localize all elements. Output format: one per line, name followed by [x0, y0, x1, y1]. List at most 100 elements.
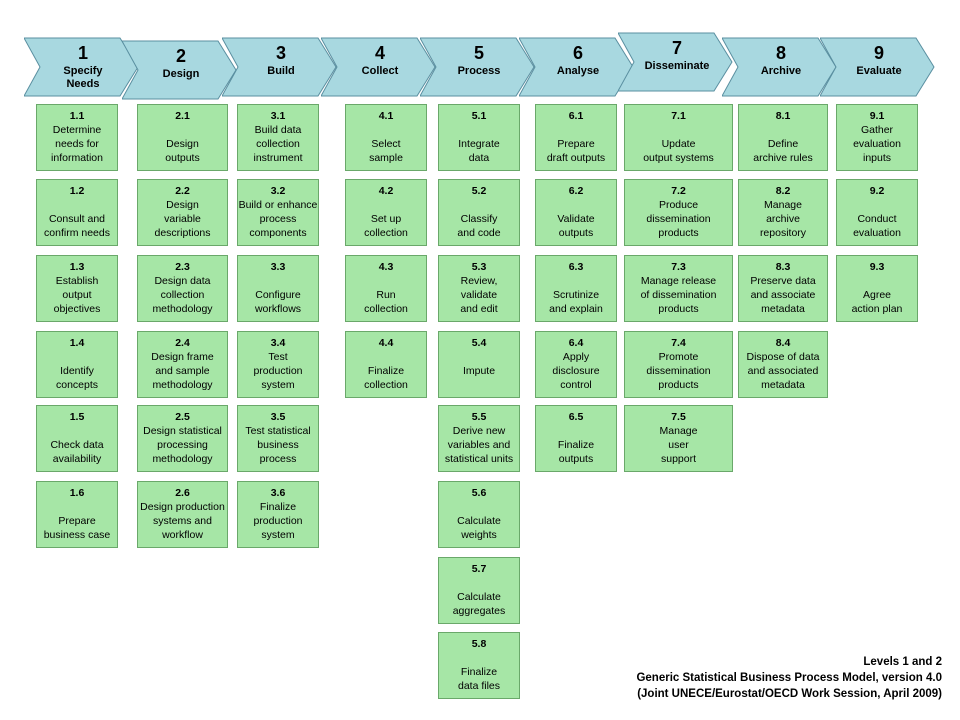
caption-source: (Joint UNECE/Eurostat/OECD Work Session,… [637, 688, 942, 700]
subprocess-3-3: 3.3 Configure workflows [237, 255, 319, 322]
phase-chevron-shape [24, 37, 139, 97]
subprocess-code: 2.4 [175, 337, 190, 349]
subprocess-description: Finalize collection [364, 365, 408, 391]
subprocess-description: Validate outputs [557, 213, 595, 239]
subprocess-code: 5.3 [471, 261, 487, 273]
subprocess-code: 2.5 [175, 411, 190, 423]
subprocess-description: Check data availability [50, 439, 104, 465]
subprocess-code: 5.7 [471, 563, 487, 575]
phase-name: Specify Needs [63, 65, 103, 90]
subprocess-5-4: 5.4 Impute [438, 331, 520, 398]
subprocess-code: 7.1 [671, 110, 686, 122]
subprocess-description: Design data collection methodology [152, 275, 213, 315]
subprocess-description: Consult and confirm needs [44, 213, 110, 239]
subprocess-description: Conduct evaluation [853, 213, 901, 239]
subprocess-5-6: 5.6 Calculate weights [438, 481, 520, 548]
subprocess-code: 5.1 [471, 110, 487, 122]
subprocess-description: Design frame and sample methodology [151, 351, 214, 391]
subprocess-description: Classify and code [457, 213, 501, 239]
phase-chevron-shape [618, 32, 733, 92]
subprocess-code: 5.8 [471, 638, 487, 650]
subprocess-code: 9.2 [869, 185, 885, 197]
subprocess-description: Gather evaluation inputs [853, 124, 901, 164]
subprocess-4-2: 4.2 Set up collection [345, 179, 427, 246]
subprocess-description: Determine needs for information [51, 124, 103, 164]
subprocess-code: 3.1 [270, 110, 286, 122]
subprocess-description: Impute [462, 365, 496, 377]
subprocess-description: Test production system [253, 351, 303, 391]
phase-chevron-shape [820, 37, 935, 97]
subprocess-code: 7.5 [671, 411, 686, 423]
subprocess-code: 8.3 [775, 261, 791, 273]
subprocess-description: Design outputs [165, 138, 200, 164]
subprocess-4-3: 4.3 Run collection [345, 255, 427, 322]
subprocess-5-7: 5.7 Calculate aggregates [438, 557, 520, 624]
subprocess-description: Run collection [364, 289, 408, 315]
phase-number: 4 [374, 43, 385, 63]
subprocess-9-3: 9.3 Agree action plan [836, 255, 918, 322]
subprocess-description: Select sample [369, 138, 403, 164]
subprocess-6-5: 6.5 Finalize outputs [535, 405, 617, 472]
phase-number: 5 [473, 43, 484, 63]
subprocess-2-1: 2.1 Design outputs [137, 104, 228, 171]
subprocess-description: Test statistical business process [245, 425, 311, 465]
subprocess-code: 6.4 [568, 337, 584, 349]
subprocess-7-1: 7.1 Update output systems [624, 104, 733, 171]
subprocess-description: Manage user support [659, 425, 698, 465]
subprocess-description: Configure workflows [254, 289, 302, 315]
subprocess-code: 8.1 [775, 110, 791, 122]
subprocess-code: 3.3 [270, 261, 286, 273]
model-caption: Levels 1 and 2 Generic Statistical Busin… [562, 654, 942, 702]
subprocess-code: 3.2 [270, 185, 286, 197]
subprocess-code: 1.6 [69, 487, 85, 499]
subprocess-code: 3.5 [270, 411, 286, 423]
phase-chevron-shape [420, 37, 535, 97]
phase-name: Collect [361, 65, 399, 77]
subprocess-description: Manage archive repository [759, 199, 807, 239]
subprocess-code: 5.5 [471, 411, 487, 423]
phase-chevron-shape [321, 37, 436, 97]
subprocess-description: Produce dissemination products [646, 199, 711, 239]
subprocess-description: Derive new variables and statistical uni… [444, 425, 514, 465]
subprocess-code: 4.4 [378, 337, 394, 349]
subprocess-code: 7.3 [671, 261, 686, 273]
phase-name: Disseminate [644, 60, 710, 72]
subprocess-code: 9.3 [869, 261, 885, 273]
subprocess-code: 1.4 [69, 337, 85, 349]
subprocess-description: Build or enhance process components [238, 199, 318, 239]
subprocess-code: 2.3 [175, 261, 190, 273]
phase-number: 9 [873, 43, 884, 63]
subprocess-description: Design statistical processing methodolog… [143, 425, 222, 465]
subprocess-description: Finalize production system [253, 501, 303, 541]
subprocess-code: 6.2 [568, 185, 584, 197]
subprocess-code: 2.6 [175, 487, 190, 499]
phase-name: Archive [760, 65, 802, 77]
subprocess-code: 4.1 [378, 110, 394, 122]
subprocess-description: Define archive rules [753, 138, 813, 164]
subprocess-description: Finalize outputs [557, 439, 595, 465]
subprocess-description: Calculate weights [457, 515, 501, 541]
subprocess-1-6: 1.6 Prepare business case [36, 481, 118, 548]
subprocess-code: 1.5 [69, 411, 85, 423]
phase-number: 2 [175, 46, 186, 66]
subprocess-code: 6.1 [568, 110, 584, 122]
subprocess-description: Dispose of data and associated metadata [746, 351, 820, 391]
subprocess-5-1: 5.1 Integrate data [438, 104, 520, 171]
subprocess-code: 2.2 [175, 185, 190, 197]
